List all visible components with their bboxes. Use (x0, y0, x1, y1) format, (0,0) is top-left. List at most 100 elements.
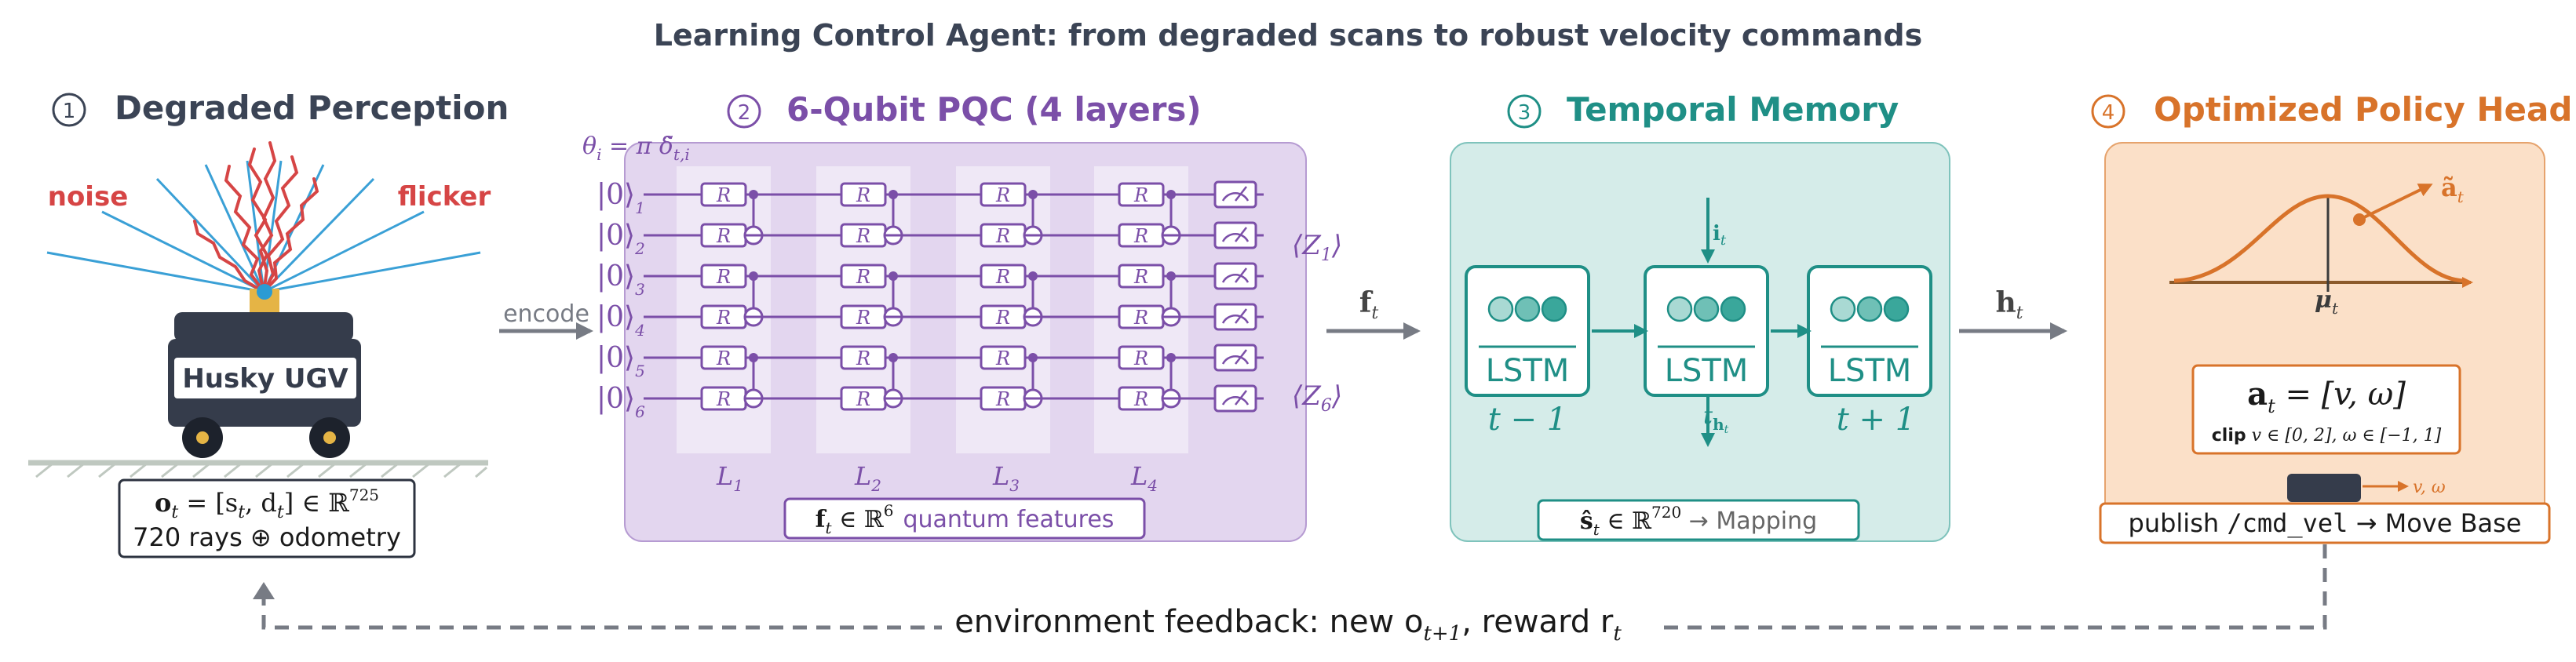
step-badge-2 (727, 94, 761, 129)
measurement-icon (1213, 221, 1257, 249)
rotation-gate-label: R (856, 388, 870, 410)
lstm-unit-dot (1720, 296, 1746, 322)
measurement-icon (1213, 180, 1257, 209)
qubit-ket-label: |0⟩1 (597, 179, 645, 217)
cnot-control (1166, 271, 1176, 281)
cnot-control (888, 353, 898, 362)
action-box (2191, 364, 2461, 455)
observation-description: 720 rays ⊕ odometry (133, 522, 401, 552)
step-badge-1 (52, 93, 86, 127)
cnot-control (749, 353, 758, 362)
rotation-gate-label: R (856, 184, 870, 206)
measurement-icon (1213, 262, 1257, 290)
ground-hatch (35, 463, 487, 478)
wheel-hub (323, 431, 336, 444)
input-label: it (1713, 222, 1727, 249)
encode-label: encode (503, 300, 589, 328)
rotation-gate (840, 264, 887, 289)
rotation-gate-label: R (995, 266, 1010, 288)
rotation-gate-label: R (716, 307, 731, 329)
wheel-hub (196, 431, 209, 444)
rotation-gate-label: R (716, 347, 731, 369)
mean-label: μt (2315, 286, 2339, 318)
rotation-gate (1118, 182, 1165, 207)
action-formula: at = [v, ω] (2247, 376, 2406, 417)
lstm-unit-dot (1883, 296, 1910, 322)
rotation-gate (840, 182, 887, 207)
lstm-label: LSTM (1665, 353, 1749, 389)
rotation-gate-label: R (1133, 266, 1148, 288)
cnot-control (1028, 353, 1038, 362)
observation-box (118, 478, 416, 558)
rotation-gate (980, 182, 1027, 207)
cnot-control (1028, 271, 1038, 281)
rotation-gate (1118, 345, 1165, 370)
hidden-arrow-label: ht (1995, 286, 2023, 323)
rotation-gate-label: R (995, 225, 1010, 247)
lidar-emitter-icon (257, 284, 272, 300)
publish-command: publish /cmd_vel → Move Base (2129, 508, 2522, 538)
flicker-label: flicker (398, 181, 491, 213)
qubit-ket-label: |0⟩2 (597, 220, 645, 258)
noise-squiggles (193, 141, 319, 293)
observation-formula: ot = [st, dt] ∈ ℝ725 (155, 486, 379, 522)
rotation-gate-label: R (995, 307, 1010, 329)
panel3-title: Temporal Memory (1567, 90, 1899, 129)
panel1-title: Degraded Perception (115, 89, 509, 127)
gaussian-curve (2173, 194, 2465, 283)
lstm-unit-dot (1856, 296, 1883, 322)
qubit-ket-label: |0⟩6 (597, 383, 645, 421)
panel4-title: Optimized Policy Head (2154, 90, 2572, 129)
rotation-gate (980, 345, 1027, 370)
cnot-control (1166, 190, 1176, 199)
step-number-3: 3 (1518, 101, 1531, 125)
lstm-unit-dot (1830, 296, 1856, 322)
time-prev-label: t − 1 (1488, 402, 1567, 438)
panel-pqc: 2 6-Qubit PQC (4 layers) θi = π δ̃t,i |0… (582, 90, 1342, 542)
lstm-label: LSTM (1828, 353, 1912, 389)
lstm-unit-dot (1487, 296, 1514, 322)
qubit-ket-label: |0⟩3 (597, 260, 645, 299)
layer-label-1: L1 (716, 461, 743, 495)
diagram-title: Learning Control Agent: from degraded sc… (654, 18, 1922, 53)
hidden-time-label: tht (1703, 402, 1729, 436)
expectation-z1: ⟨Z1⟩ (1292, 230, 1342, 265)
lstm-label: LSTM (1486, 353, 1570, 389)
layer-label-2: L2 (854, 461, 881, 495)
robot-label-plate (174, 358, 356, 398)
step-number-2: 2 (738, 101, 751, 125)
features-arrow-label: ft (1359, 286, 1379, 323)
rotation-gate-label: R (1133, 347, 1148, 369)
rotation-gate-label: R (995, 388, 1010, 410)
cnot-control (888, 190, 898, 199)
panel-temporal-memory: 3 Temporal Memory LSTM LSTM LSTM it tht t … (1450, 90, 1950, 542)
layer-label-4: L4 (1130, 461, 1158, 495)
rotation-gate (700, 345, 747, 370)
angle-encoding-formula: θi = π δ̃t,i (582, 133, 690, 164)
step-number-4: 4 (2102, 101, 2115, 125)
rotation-gate-label: R (1133, 307, 1148, 329)
layer-label-3: L3 (992, 461, 1020, 495)
lstm-unit-dot (1693, 296, 1720, 322)
qubit-ket-label: |0⟩5 (597, 342, 645, 380)
robot-top (174, 312, 353, 342)
time-next-label: t + 1 (1837, 402, 1915, 438)
feedback-arrowhead (253, 582, 275, 599)
step-badge-4 (2091, 94, 2125, 129)
state-estimate-box (1537, 499, 1860, 541)
rotation-gate-label: R (856, 347, 870, 369)
cnot-control (1028, 190, 1038, 199)
rotation-gate-label: R (1133, 225, 1148, 247)
rotation-gate-label: R (856, 266, 870, 288)
cnot-control (888, 271, 898, 281)
rotation-gate (980, 264, 1027, 289)
cnot-control (749, 190, 758, 199)
feedback-label-bg (942, 598, 1664, 645)
measurement-icon (1213, 344, 1257, 372)
rotation-gate-label: R (716, 225, 731, 247)
panel2-title: 6-Qubit PQC (4 layers) (786, 90, 1202, 129)
rotation-gate (1118, 264, 1165, 289)
clip-range-text: clip v ∈ [0, 2], ω ∈ [−1, 1] (2212, 426, 2442, 446)
